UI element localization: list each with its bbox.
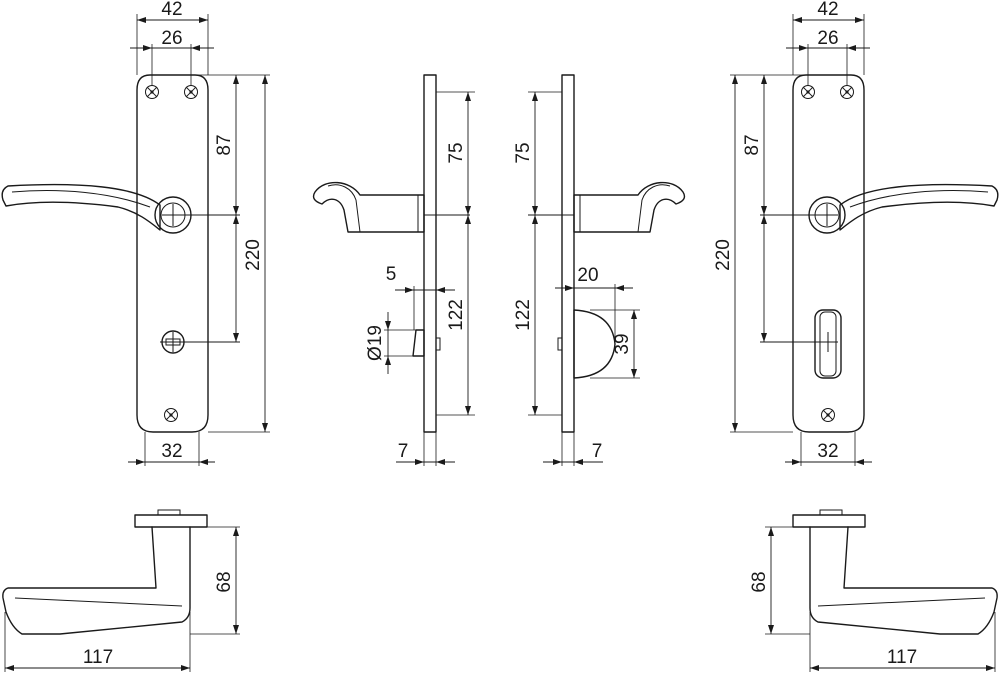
dim-plate-height: 220 <box>243 239 264 271</box>
dim-screw-to-spindle: 87 <box>214 134 235 155</box>
dim-screw-to-spindle: 87 <box>742 134 763 155</box>
dim-plate-thickness: 7 <box>398 441 409 462</box>
dim-width-total: 42 <box>817 0 838 20</box>
side-view-right: 75 122 20 39 7 <box>513 74 686 466</box>
screw-icon <box>801 85 815 99</box>
dim-width-total: 42 <box>161 0 182 20</box>
dim-turn-offset: 5 <box>386 264 397 285</box>
top-view-left: 68 117 <box>2 509 240 672</box>
screw-icon <box>821 408 835 422</box>
front-view-left: 42 26 87 220 32 <box>1 0 270 466</box>
dim-plate-thickness: 7 <box>592 441 603 462</box>
dim-spindle-to-bottom: 122 <box>513 299 534 331</box>
dim-bottom-width: 32 <box>161 441 182 462</box>
dim-lever-length: 117 <box>887 647 917 668</box>
dim-spindle-to-top: 75 <box>446 142 467 163</box>
lever-handle-left <box>1 183 161 231</box>
dim-lever-length: 117 <box>83 647 113 668</box>
rose-plate-top-right <box>792 514 866 528</box>
dim-spindle-to-top: 75 <box>513 142 534 163</box>
turn-side-right <box>573 309 616 379</box>
dim-screw-spacing: 26 <box>161 28 182 49</box>
thumb-turn <box>814 309 842 379</box>
lever-side-left <box>312 181 425 233</box>
top-view-right: 68 117 <box>749 509 998 672</box>
screw-icon <box>164 408 178 422</box>
backplate-side-right <box>561 74 575 433</box>
lever-top-left <box>2 526 191 635</box>
turn-side-left <box>412 329 425 357</box>
lever-top-right <box>809 526 998 635</box>
side-view-left: 75 122 5 Ø19 7 <box>312 74 475 466</box>
rose-plate-top-left <box>134 514 208 528</box>
backplate-right <box>792 74 865 433</box>
dim-turn-height: 39 <box>612 333 633 354</box>
lever-handle-right <box>839 183 999 231</box>
backplate-side-left <box>423 74 437 433</box>
dim-lever-projection: 68 <box>214 571 235 592</box>
screw-icon <box>145 85 159 99</box>
screw-icon <box>184 85 198 99</box>
dim-screw-spacing: 26 <box>817 28 838 49</box>
dim-bottom-width: 32 <box>817 441 838 462</box>
screw-icon <box>840 85 854 99</box>
dim-lever-projection: 68 <box>749 571 770 592</box>
lever-side-right <box>573 181 686 233</box>
dim-turn-diameter: Ø19 <box>365 325 386 361</box>
backplate-left <box>136 74 209 433</box>
dim-turn-offset: 20 <box>577 265 598 286</box>
dim-plate-height: 220 <box>713 239 734 271</box>
dim-spindle-to-bottom: 122 <box>446 299 467 331</box>
front-view-right: 42 26 87 220 32 <box>713 0 999 466</box>
